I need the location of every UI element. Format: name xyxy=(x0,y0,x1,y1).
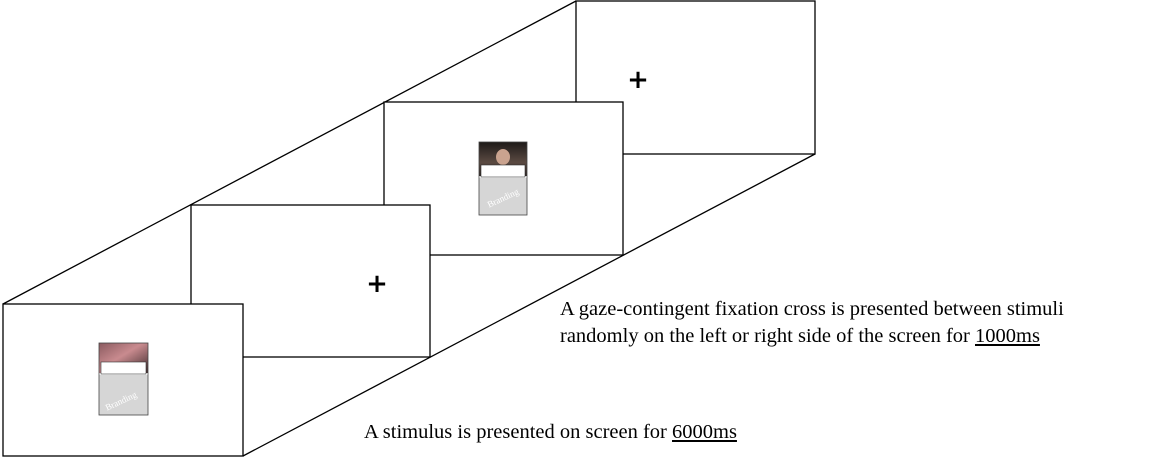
ad-stimulus-branding-area xyxy=(479,178,527,215)
fixation-caption-line2-text: randomly on the left or right side of th… xyxy=(560,325,975,347)
ad-stimulus-textbox xyxy=(480,164,526,178)
ad-stimulus-border xyxy=(478,141,528,216)
frame-stimulus-1: Branding xyxy=(2,303,244,457)
fixation-cross: + xyxy=(627,65,649,95)
fixation-caption-line2: randomly on the left or right side of th… xyxy=(560,323,1064,350)
ad-stimulus: Branding xyxy=(478,141,528,216)
perspective-line-top-left xyxy=(2,0,577,305)
fixation-cross: + xyxy=(366,269,388,299)
stimulus-caption: A stimulus is presented on screen for 60… xyxy=(364,419,737,446)
fixation-duration: 1000ms xyxy=(975,325,1040,347)
ad-stimulus-textbox xyxy=(100,361,147,375)
stimulus-duration: 6000ms xyxy=(672,421,737,443)
perspective-lines xyxy=(2,0,816,457)
ad-stimulus-branding-area xyxy=(99,375,148,415)
frame-fixation-2: + xyxy=(575,0,816,155)
screen-frame xyxy=(575,0,816,155)
ad-stimulus-face xyxy=(496,149,510,165)
fixation-caption-line1: A gaze-contingent fixation cross is pres… xyxy=(560,298,1064,320)
ad-stimulus: Branding xyxy=(98,342,149,416)
fixation-caption: A gaze-contingent fixation cross is pres… xyxy=(560,296,1064,350)
perspective-line-bottom-right xyxy=(242,153,816,457)
ad-stimulus-border xyxy=(98,342,149,416)
stimulus-caption-text: A stimulus is presented on screen for xyxy=(364,421,673,443)
